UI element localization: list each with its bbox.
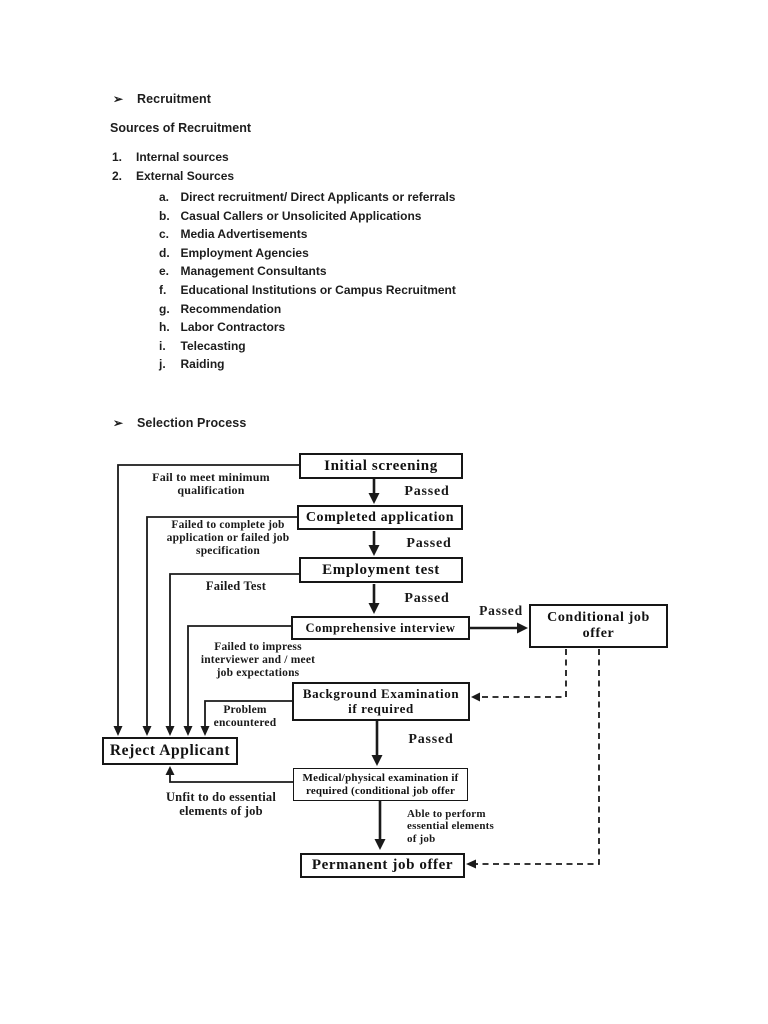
list-item: f. Educational Institutions or Campus Re… xyxy=(159,282,456,297)
arrowhead-down xyxy=(371,755,383,766)
list-item: c. Media Advertisements xyxy=(159,227,308,242)
arrowhead-down xyxy=(165,726,175,736)
arrowhead-left xyxy=(471,692,480,702)
list-item: b. Casual Callers or Unsolicited Applica… xyxy=(159,208,422,223)
arrowhead-left xyxy=(466,859,476,869)
list-item: i. Telecasting xyxy=(159,338,246,353)
numbered-list: 1. Internal sources 2. External Sources xyxy=(112,150,234,188)
arrowhead-down xyxy=(368,603,380,614)
failed-complete-label: Failed to complete job application or fa… xyxy=(166,519,290,557)
unfit-label: Unfit to do essential elements of job xyxy=(165,790,277,818)
arrowhead-down xyxy=(200,726,210,736)
passed-label: Passed xyxy=(406,536,452,551)
list-item: a. Direct recruitment/ Direct Applicants… xyxy=(159,190,456,204)
failed-test-label: Failed Test xyxy=(205,579,267,593)
arrowhead-right xyxy=(517,622,528,634)
sources-heading: Sources of Recruitment xyxy=(110,121,252,135)
fail-line-interview xyxy=(187,625,291,728)
fail-line-initial-screening xyxy=(117,464,299,728)
passed-label: Passed xyxy=(404,591,450,606)
flow-box-background-examination: Background Examination if required xyxy=(292,682,470,721)
flow-box-medical-examination: Medical/physical examination if required… xyxy=(293,768,468,801)
list-item: d. Employment Agencies xyxy=(159,245,309,260)
lettered-list: a. Direct recruitment/ Direct Applicants… xyxy=(159,190,456,376)
list-item: 1. Internal sources xyxy=(112,150,229,164)
arrow-bullet-icon: ➢ xyxy=(113,416,124,430)
flow-box-comprehensive-interview: Comprehensive interview xyxy=(291,616,470,640)
arrowhead-down xyxy=(183,726,193,736)
passed-label: Passed xyxy=(408,732,454,747)
arrowhead-down xyxy=(142,726,152,736)
list-item: h. Labor Contractors xyxy=(159,320,286,335)
failed-impress-label: Failed to impress interviewer and / meet… xyxy=(200,641,316,679)
arrowhead-up xyxy=(165,766,175,775)
fail-line-medical-exam xyxy=(169,773,293,783)
passed-label: Passed xyxy=(479,603,523,618)
fail-line-employment-test xyxy=(169,573,299,728)
dashed-line-offer-to-background xyxy=(479,649,567,698)
arrowhead-down xyxy=(113,726,123,736)
arrowhead-down xyxy=(374,839,386,850)
fail-line-completed-application xyxy=(146,516,297,728)
list-item: 2. External Sources xyxy=(112,169,235,183)
section-recruitment-heading: ➢ Recruitment xyxy=(113,92,211,106)
flow-box-initial-screening: Initial screening xyxy=(299,453,463,479)
list-item: e. Management Consultants xyxy=(159,264,327,279)
able-to-perform-label: Able to perform essential elements of jo… xyxy=(407,808,494,845)
fail-minimum-label: Fail to meet minimum qualification xyxy=(152,470,270,498)
arrow-bullet-icon: ➢ xyxy=(113,92,124,106)
list-item: g. Recommendation xyxy=(159,301,282,316)
list-item: j. Raiding xyxy=(159,357,225,372)
passed-label: Passed xyxy=(404,484,450,499)
flow-box-conditional-job-offer: Conditional job offer xyxy=(529,604,668,648)
section-title: Recruitment xyxy=(137,92,212,106)
flow-box-employment-test: Employment test xyxy=(299,557,463,583)
arrowhead-down xyxy=(368,545,380,556)
flow-box-reject-applicant: Reject Applicant xyxy=(102,737,238,765)
dashed-line-offer-to-permanent xyxy=(476,649,600,865)
flow-box-completed-application: Completed application xyxy=(297,505,463,530)
arrowhead-down xyxy=(368,493,380,504)
flow-box-permanent-job-offer: Permanent job offer xyxy=(300,853,465,878)
fail-line-background-exam xyxy=(204,700,292,728)
section-selection-heading: ➢ Selection Process xyxy=(113,416,246,430)
problem-encountered-label: Problem encountered xyxy=(213,704,277,729)
section-title: Selection Process xyxy=(137,416,247,430)
